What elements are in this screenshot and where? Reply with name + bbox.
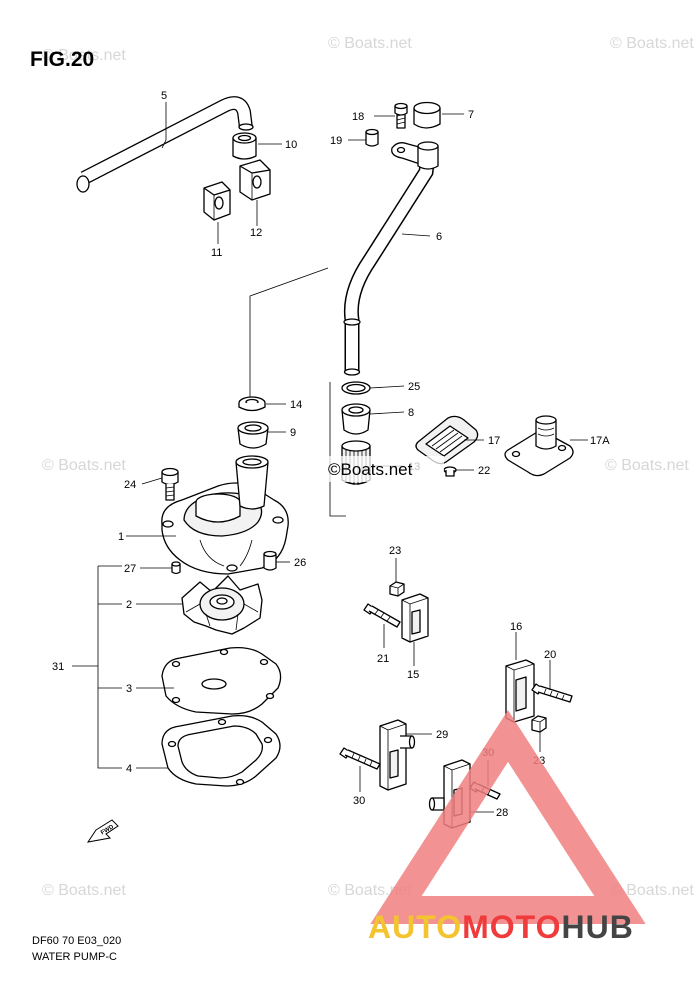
callout-11: 11 — [211, 247, 222, 259]
callout-3: 3 — [126, 683, 132, 695]
callout-22: 22 — [478, 465, 490, 477]
part-1-pump-housing — [161, 455, 289, 575]
part-19-pin — [365, 128, 379, 147]
part-4-gasket — [161, 714, 281, 787]
callout-1: 1 — [118, 531, 124, 543]
callout-26: 26 — [294, 557, 306, 569]
part-17a-bracket — [504, 415, 574, 477]
part-23-nut-upper — [389, 581, 405, 597]
callout-14: 14 — [290, 399, 302, 411]
caption-code: DF60 70 E03_020 — [32, 935, 121, 947]
part-14-washer — [238, 396, 266, 412]
callout-2: 2 — [126, 599, 132, 611]
watermark: © Boats.net — [42, 882, 126, 899]
part-10-grommet — [232, 132, 257, 160]
brand-text: AUTOMOTOHUB — [368, 909, 634, 945]
watermark-layer: © Boats.net © Boats.net © Boats.net © Bo… — [42, 35, 694, 899]
part-29-bracket — [379, 719, 416, 791]
watermark: © Boats.net — [328, 35, 412, 52]
leader-lines — [72, 102, 588, 813]
callout-20: 20 — [544, 649, 556, 661]
watermark: © Boats.net — [42, 47, 126, 64]
callout-21: 21 — [377, 653, 389, 665]
part-30-bolt-left — [339, 747, 381, 770]
callout-4: 4 — [126, 763, 132, 775]
part-27-key — [171, 561, 181, 575]
part-18-screw — [394, 102, 408, 129]
watermark: © Boats.net — [605, 457, 689, 474]
brand-auto: AUTO — [368, 909, 462, 945]
callout-16: 16 — [510, 621, 522, 633]
callout-24: 24 — [124, 479, 136, 491]
callout-17: 17 — [488, 435, 500, 447]
part-20-bolt — [531, 683, 573, 703]
callout-numbers: 5 10 11 12 18 7 19 6 14 9 25 8 17 17A 1 3… — [52, 90, 610, 819]
figure-title: FIG.20 — [30, 48, 94, 71]
callout-9: 9 — [290, 427, 296, 439]
callout-23-upper: 23 — [389, 545, 401, 557]
callout-31: 31 — [52, 661, 64, 673]
callout-7: 7 — [468, 109, 474, 121]
brand-hub: HUB — [561, 909, 633, 945]
watermark: © Boats.net — [610, 35, 694, 52]
part-11-mount — [203, 181, 231, 221]
callout-25: 25 — [408, 381, 420, 393]
watermark-center: ©Boats.net — [328, 460, 413, 479]
part-24-bolt — [161, 467, 179, 501]
part-17-plate — [415, 415, 479, 465]
callout-15: 15 — [407, 669, 419, 681]
part-22-screw — [443, 466, 457, 477]
watermark: © Boats.net — [42, 457, 126, 474]
part-23-nut-lower — [531, 715, 547, 733]
brand-moto: MOTO — [462, 909, 561, 945]
part-6-pipe — [343, 155, 436, 376]
callout-28: 28 — [496, 807, 508, 819]
part-8-grommet — [341, 403, 371, 435]
part-12-mount — [239, 159, 271, 201]
callout-18: 18 — [352, 111, 364, 123]
part-3-plate — [161, 646, 282, 715]
part-7-cap — [413, 101, 441, 129]
part-15-bracket — [401, 593, 429, 643]
callout-29: 29 — [436, 729, 448, 741]
watermark: © Boats.net — [610, 882, 694, 899]
part-21-bolt — [363, 603, 401, 628]
callout-6: 6 — [436, 231, 442, 243]
part-25-o-ring — [341, 381, 371, 395]
callout-30-left: 30 — [353, 795, 365, 807]
part-6-top-fitting — [417, 141, 439, 170]
part-26-pin — [263, 550, 277, 571]
part-5-hose — [76, 96, 254, 193]
fwd-arrow: FWD — [86, 819, 119, 843]
caption-title: WATER PUMP-C — [32, 951, 117, 963]
callout-17a: 17A — [590, 435, 610, 447]
callout-10: 10 — [285, 139, 297, 151]
part-2-impeller — [181, 575, 263, 635]
automotohub-logo: AUTOMOTOHUB — [368, 710, 646, 945]
part-16-bracket — [505, 659, 535, 723]
callout-12: 12 — [250, 227, 262, 239]
part-9-grommet — [237, 421, 269, 449]
callout-5: 5 — [161, 90, 167, 102]
callout-19: 19 — [330, 135, 342, 147]
callout-8: 8 — [408, 407, 414, 419]
center-watermark: ©Boats.net — [326, 456, 444, 482]
assembly-guide-lines — [249, 267, 346, 517]
callout-27: 27 — [124, 563, 136, 575]
